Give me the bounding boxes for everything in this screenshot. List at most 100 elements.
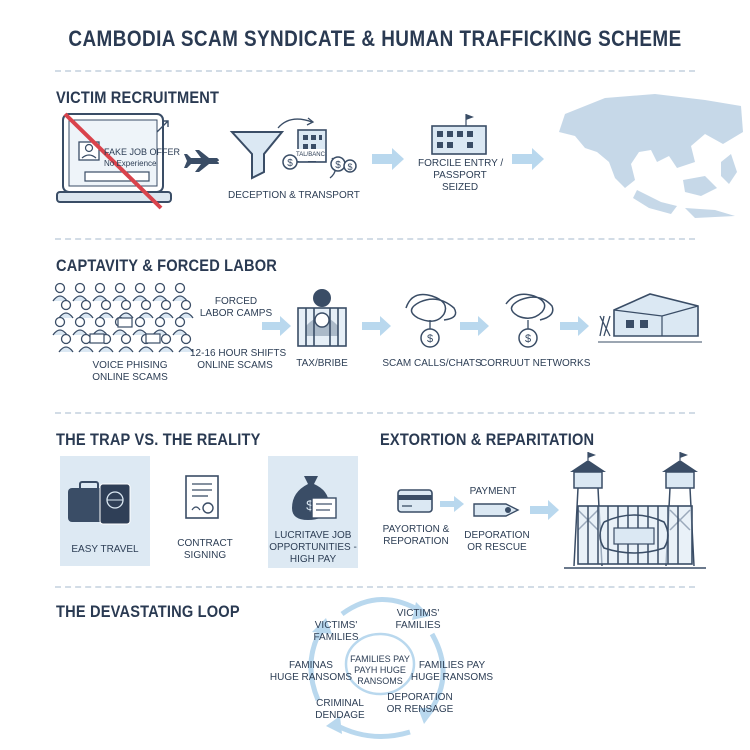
airplane-icon: [184, 150, 219, 172]
worker-figure: [178, 333, 194, 353]
deportation-loop-line1: DEPORATION: [387, 692, 453, 703]
svg-text:$: $: [287, 158, 293, 169]
no-experience-label: No Experience: [104, 159, 157, 168]
worker-figure: [78, 299, 94, 319]
worker-figure: [178, 299, 194, 319]
section-heading-captivity: CAPTAVITY & FORCED LABOR: [56, 256, 278, 275]
families-pay-right-label: FAMILIES PAY: [418, 660, 486, 671]
compound-building-icon: [598, 293, 702, 343]
labor-camps-label: LABOR CAMPS: [199, 308, 273, 319]
worker-figure: [158, 299, 174, 319]
divider: [55, 238, 695, 240]
flow-arrow-icon: [362, 316, 391, 336]
worker-figure: [72, 282, 88, 302]
divider: [55, 586, 695, 588]
divider: [55, 412, 695, 414]
flow-arrow-icon: [440, 496, 464, 512]
dendage-label: DENDAGE: [315, 710, 365, 721]
worker-figure: [152, 316, 168, 336]
svg-text:$: $: [335, 160, 341, 171]
flow-arrow-icon: [530, 500, 559, 520]
contract-icon: [185, 475, 219, 519]
crowd-icon: [52, 282, 194, 353]
deporation-label: DEPORATION: [464, 530, 530, 541]
worker-figure: [172, 282, 188, 302]
government-building-icon: [431, 114, 487, 155]
worker-figure: [72, 316, 88, 336]
worker-figure: [172, 316, 188, 336]
prison-compound-icon: [564, 452, 706, 569]
flow-arrow-icon: [262, 316, 291, 336]
prisoner-behind-bars-icon: [297, 289, 347, 347]
worker-figure: [58, 299, 74, 319]
reporation-label: REPORATION: [383, 536, 449, 547]
scam-calls-label: SCAM CALLS/CHATS: [382, 358, 482, 369]
section-heading-extortion: EXTORTION & REPARITATION: [380, 430, 595, 449]
section-heading-trap: THE TRAP VS. THE REALITY: [56, 430, 261, 449]
forced-label: FORCED: [214, 296, 258, 307]
worker-figure: [158, 333, 174, 353]
cycle-arrows-icon: [308, 597, 446, 739]
passport-label: PASSPORT: [433, 170, 487, 181]
faminas-label: FAMINAS: [289, 660, 333, 671]
laptop-small-icon: [145, 333, 161, 344]
victims-families-left-line1: VICTIMS': [314, 620, 358, 631]
tax-bribe-label: TAX/BRIBE: [296, 358, 348, 369]
or-rescue-label: OR RESCUE: [467, 542, 527, 553]
victims-families-right-line2: FAMILIES: [395, 620, 441, 631]
worker-figure: [92, 316, 108, 336]
building-sign-label: TAL/BANC: [296, 149, 325, 161]
fake-job-offer-label: FAKE JOB OFFER: [104, 147, 181, 157]
huge-ransoms-right-label: HUGE RANSOMS: [410, 672, 494, 683]
worker-figure: [132, 316, 148, 336]
high-pay-label: HIGH PAY: [289, 554, 337, 565]
criminal-label: CRIMINAL: [316, 698, 364, 709]
arrow-up-right-icon: [156, 120, 169, 133]
worker-figure: [118, 333, 134, 353]
southeast-asia-map-icon: [559, 94, 743, 218]
opportunities-label: OPPORTUNITIES -: [269, 542, 357, 553]
easy-travel-label: EASY TRAVEL: [71, 544, 139, 555]
worker-figure: [52, 316, 68, 336]
worker-figure: [52, 282, 68, 302]
flow-arrow-icon: [372, 148, 404, 170]
worker-figure: [112, 282, 128, 302]
deportation-loop-line2: OR RENSAGE: [386, 704, 454, 715]
payortion-label: PAYORTION &: [382, 524, 450, 535]
lucrative-job-label: LUCRITAVE JOB: [274, 530, 352, 541]
flow-arrow-icon: [512, 148, 544, 170]
victims-families-left-line2: FAMILIES: [313, 632, 359, 643]
svg-text:$: $: [347, 162, 352, 172]
laptop-icon: [56, 112, 172, 210]
payment-label: PAYMENT: [469, 486, 517, 497]
worker-figure: [92, 282, 108, 302]
payment-tag-icon: [473, 503, 520, 517]
section-heading-recruitment: VICTIM RECRUITMENT: [56, 88, 220, 107]
worker-figure: [98, 299, 114, 319]
flow-arrow-icon: [560, 316, 589, 336]
center-families-pay-label: FAMILIES PAY: [350, 654, 410, 664]
worker-figure: [132, 282, 148, 302]
voice-phishing-label: VOICE PHISING: [92, 360, 168, 371]
center-payh-huge-label: PAYH HUGE: [354, 665, 406, 675]
huge-ransoms-left-label: HUGE RANSOMS: [269, 672, 353, 683]
shifts-label: 12-16 HOUR SHIFTS: [190, 348, 287, 359]
luggage-passport-icon: [68, 481, 131, 525]
online-scams-label: ONLINE SCAMS: [92, 372, 168, 383]
worker-figure: [152, 282, 168, 302]
flow-arrow-icon: [460, 316, 489, 336]
money-bag-icon: $: [292, 476, 337, 520]
section-heading-loop: THE DEVASTATING LOOP: [56, 602, 240, 621]
scribble-network-icon: $: [505, 293, 554, 348]
signing-label: SIGNING: [183, 550, 227, 561]
credit-card-icon: [397, 489, 433, 513]
svg-text:$: $: [525, 333, 531, 345]
victims-families-right-line1: VICTIMS': [396, 608, 440, 619]
forced-entry-label: FORCILE ENTRY /: [418, 158, 504, 169]
shifts-online-scams-label: ONLINE SCAMS: [197, 360, 273, 371]
scribble-network-icon: $: [405, 293, 457, 348]
worker-figure: [138, 299, 154, 319]
deception-transport-label: DECEPTION & TRANSPORT: [228, 190, 360, 201]
corrupt-networks-label: CORRUUT NETWORKS: [480, 358, 591, 369]
contract-label: CONTRACT: [177, 538, 233, 549]
